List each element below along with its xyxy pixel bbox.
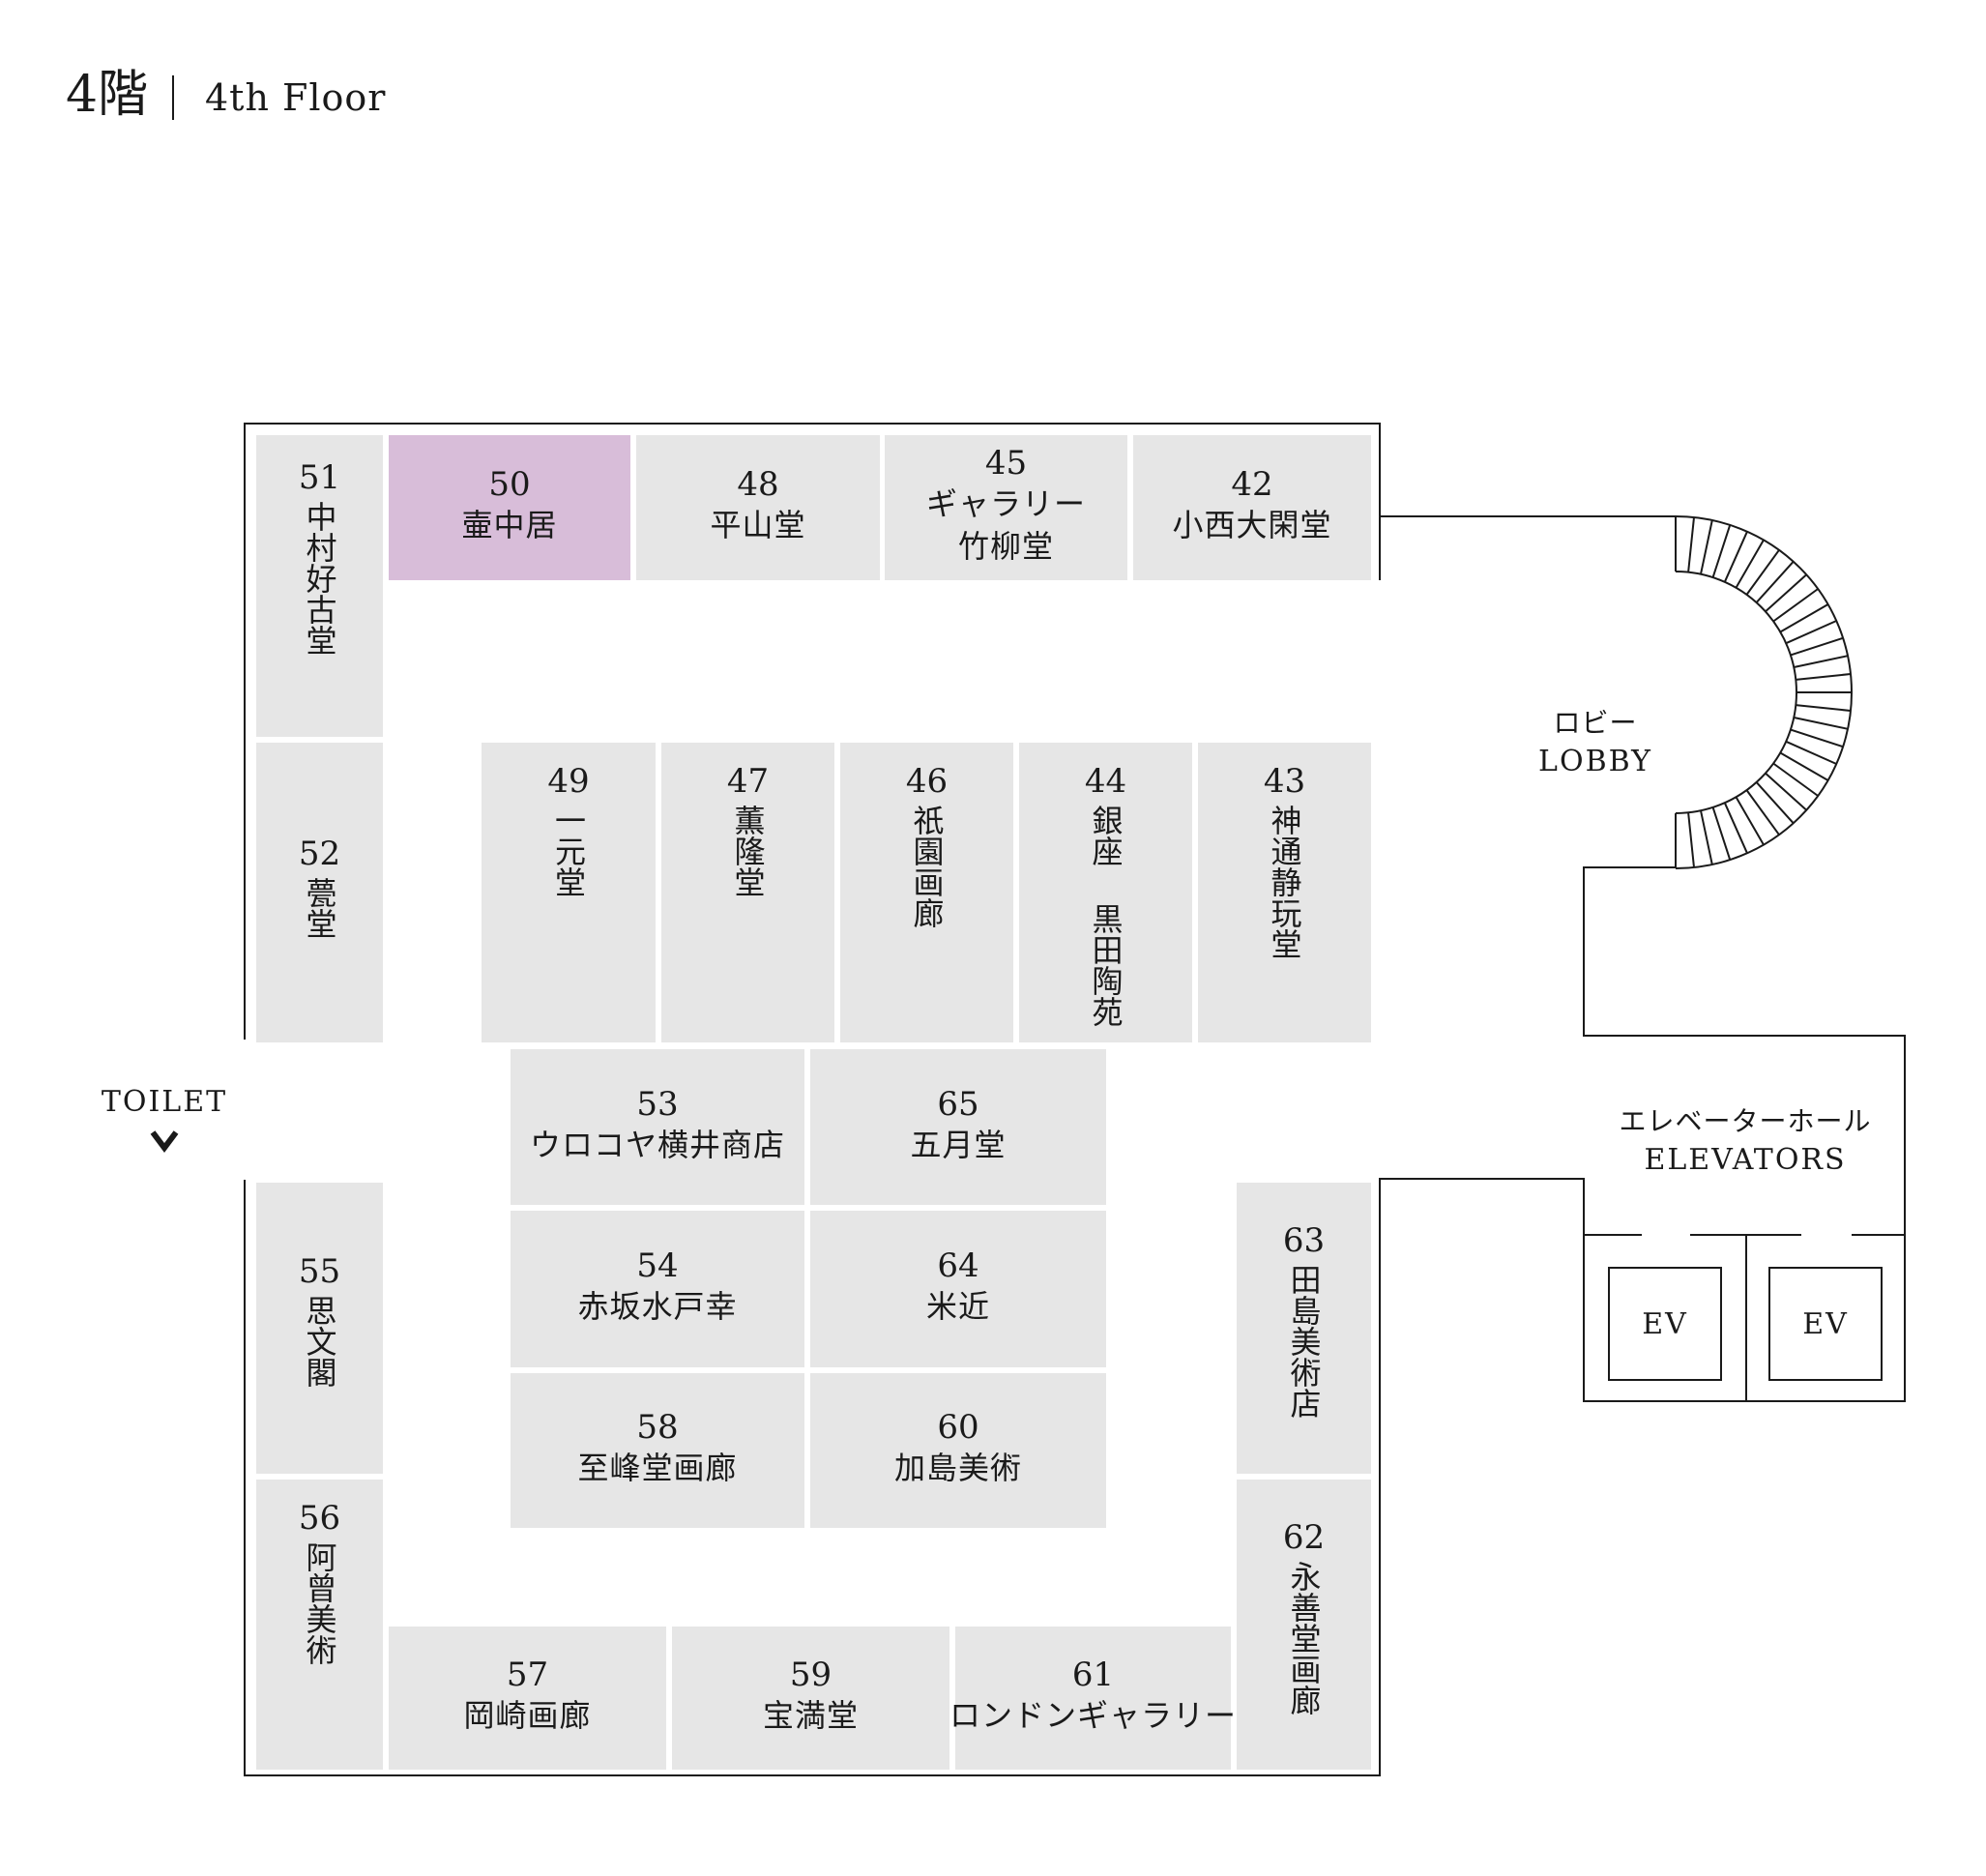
booth-name: 思文閣 bbox=[301, 1295, 338, 1388]
booth-number: 43 bbox=[1263, 762, 1306, 801]
booth-name: ロンドンギャラリー bbox=[949, 1697, 1238, 1734]
down-chevron-icon bbox=[150, 1130, 179, 1153]
lobby-label-en: LOBBY bbox=[1538, 745, 1652, 778]
booth-43[interactable]: 43 神通静玩堂 bbox=[1198, 743, 1371, 1042]
booth-name: 銀座 黒田陶苑 bbox=[1087, 805, 1124, 1027]
booth-48[interactable]: 48 平山堂 bbox=[636, 435, 880, 580]
booth-number: 65 bbox=[937, 1084, 979, 1124]
booth-number: 50 bbox=[488, 465, 531, 504]
staircase bbox=[1675, 515, 1853, 869]
booth-44[interactable]: 44 銀座 黒田陶苑 bbox=[1019, 743, 1192, 1042]
booth-name: 加島美術 bbox=[893, 1450, 1022, 1486]
booth-name: 岡崎画廊 bbox=[463, 1697, 592, 1734]
booth-64[interactable]: 64 米近 bbox=[810, 1211, 1106, 1367]
booth-59[interactable]: 59 宝満堂 bbox=[672, 1627, 949, 1770]
booth-name: 小西大閑堂 bbox=[1172, 507, 1332, 543]
booth-58[interactable]: 58 至峰堂画廊 bbox=[511, 1373, 804, 1528]
booth-42[interactable]: 42 小西大閑堂 bbox=[1133, 435, 1371, 580]
booth-number: 63 bbox=[1282, 1221, 1326, 1260]
floor-title-jp: 4階 bbox=[66, 66, 149, 124]
booth-47[interactable]: 47 薫隆堂 bbox=[661, 743, 834, 1042]
booth-65[interactable]: 65 五月堂 bbox=[810, 1049, 1106, 1205]
booth-number: 46 bbox=[905, 762, 949, 801]
booth-name: 永善堂画廊 bbox=[1285, 1561, 1323, 1715]
booth-number: 64 bbox=[937, 1246, 979, 1285]
booth-number: 42 bbox=[1231, 465, 1273, 504]
booth-name: 至峰堂画廊 bbox=[577, 1450, 738, 1486]
booth-name: ウロコヤ横井商店 bbox=[529, 1126, 785, 1163]
booth-number: 62 bbox=[1282, 1518, 1326, 1557]
booth-57[interactable]: 57 岡崎画廊 bbox=[389, 1627, 666, 1770]
booth-52[interactable]: 52 甍堂 bbox=[256, 743, 383, 1042]
booth-name-line2: 竹柳堂 bbox=[957, 528, 1054, 565]
booth-number: 55 bbox=[298, 1252, 341, 1291]
booth-53[interactable]: 53 ウロコヤ横井商店 bbox=[511, 1049, 804, 1205]
booth-name: 平山堂 bbox=[710, 507, 806, 543]
booth-name: 一元堂 bbox=[550, 805, 587, 897]
booth-54[interactable]: 54 赤坂水戸幸 bbox=[511, 1211, 804, 1367]
booth-number: 56 bbox=[298, 1499, 341, 1538]
elevator-hall-label-jp: エレベーターホール bbox=[1619, 1105, 1872, 1137]
elevator-1[interactable]: EV bbox=[1608, 1267, 1722, 1381]
elevator-2[interactable]: EV bbox=[1768, 1267, 1883, 1381]
booth-number: 45 bbox=[984, 444, 1028, 483]
booth-name: 阿曾美術 bbox=[301, 1541, 338, 1665]
booth-name: 神通静玩堂 bbox=[1266, 805, 1303, 959]
booth-51[interactable]: 51 中村好古堂 bbox=[256, 435, 383, 737]
booth-49[interactable]: 49 一元堂 bbox=[482, 743, 656, 1042]
booth-46[interactable]: 46 祇園画廊 bbox=[840, 743, 1013, 1042]
booth-number: 44 bbox=[1084, 762, 1127, 801]
booth-number: 47 bbox=[726, 762, 770, 801]
booth-number: 53 bbox=[636, 1084, 679, 1124]
booth-number: 52 bbox=[298, 835, 341, 873]
booth-45[interactable]: 45 ギャラリー 竹柳堂 bbox=[885, 435, 1127, 580]
booth-name: 中村好古堂 bbox=[301, 501, 338, 656]
elevator-2-label: EV bbox=[1802, 1306, 1849, 1341]
booth-name: 壷中居 bbox=[461, 507, 558, 543]
booth-name-line1: ギャラリー bbox=[925, 485, 1086, 522]
booth-63[interactable]: 63 田島美術店 bbox=[1237, 1183, 1371, 1474]
booth-56[interactable]: 56 阿曾美術 bbox=[256, 1480, 383, 1770]
booth-number: 48 bbox=[737, 465, 779, 504]
booth-name: 五月堂 bbox=[910, 1126, 1007, 1163]
booth-name: 甍堂 bbox=[301, 877, 338, 939]
booth-name: 祇園画廊 bbox=[908, 805, 946, 928]
booth-name: 米近 bbox=[925, 1288, 990, 1325]
elevator-1-label: EV bbox=[1642, 1306, 1688, 1341]
booth-number: 49 bbox=[547, 762, 590, 801]
booth-number: 59 bbox=[789, 1656, 832, 1694]
booth-name: 赤坂水戸幸 bbox=[577, 1288, 738, 1325]
booth-number: 54 bbox=[636, 1246, 679, 1285]
header-divider bbox=[172, 75, 174, 120]
booth-number: 51 bbox=[298, 458, 341, 497]
booth-number: 60 bbox=[937, 1408, 979, 1447]
booth-50[interactable]: 50 壷中居 bbox=[389, 435, 630, 580]
booth-number: 58 bbox=[636, 1408, 679, 1447]
lobby-label-jp: ロビー bbox=[1553, 707, 1638, 739]
booth-55[interactable]: 55 思文閣 bbox=[256, 1183, 383, 1474]
toilet-label[interactable]: TOILET bbox=[101, 1085, 228, 1119]
floor-title-en: 4th Floor bbox=[205, 76, 387, 119]
elevator-hall-label-en: ELEVATORS bbox=[1644, 1143, 1847, 1177]
booth-number: 57 bbox=[506, 1656, 549, 1694]
booth-name: 田島美術店 bbox=[1285, 1264, 1323, 1419]
booth-name: 薫隆堂 bbox=[729, 805, 767, 897]
booth-62[interactable]: 62 永善堂画廊 bbox=[1237, 1480, 1371, 1770]
booth-61[interactable]: 61 ロンドンギャラリー bbox=[949, 1627, 1236, 1770]
booth-number: 61 bbox=[1071, 1656, 1115, 1694]
booth-name: 宝満堂 bbox=[762, 1697, 859, 1734]
booth-60[interactable]: 60 加島美術 bbox=[810, 1373, 1106, 1528]
